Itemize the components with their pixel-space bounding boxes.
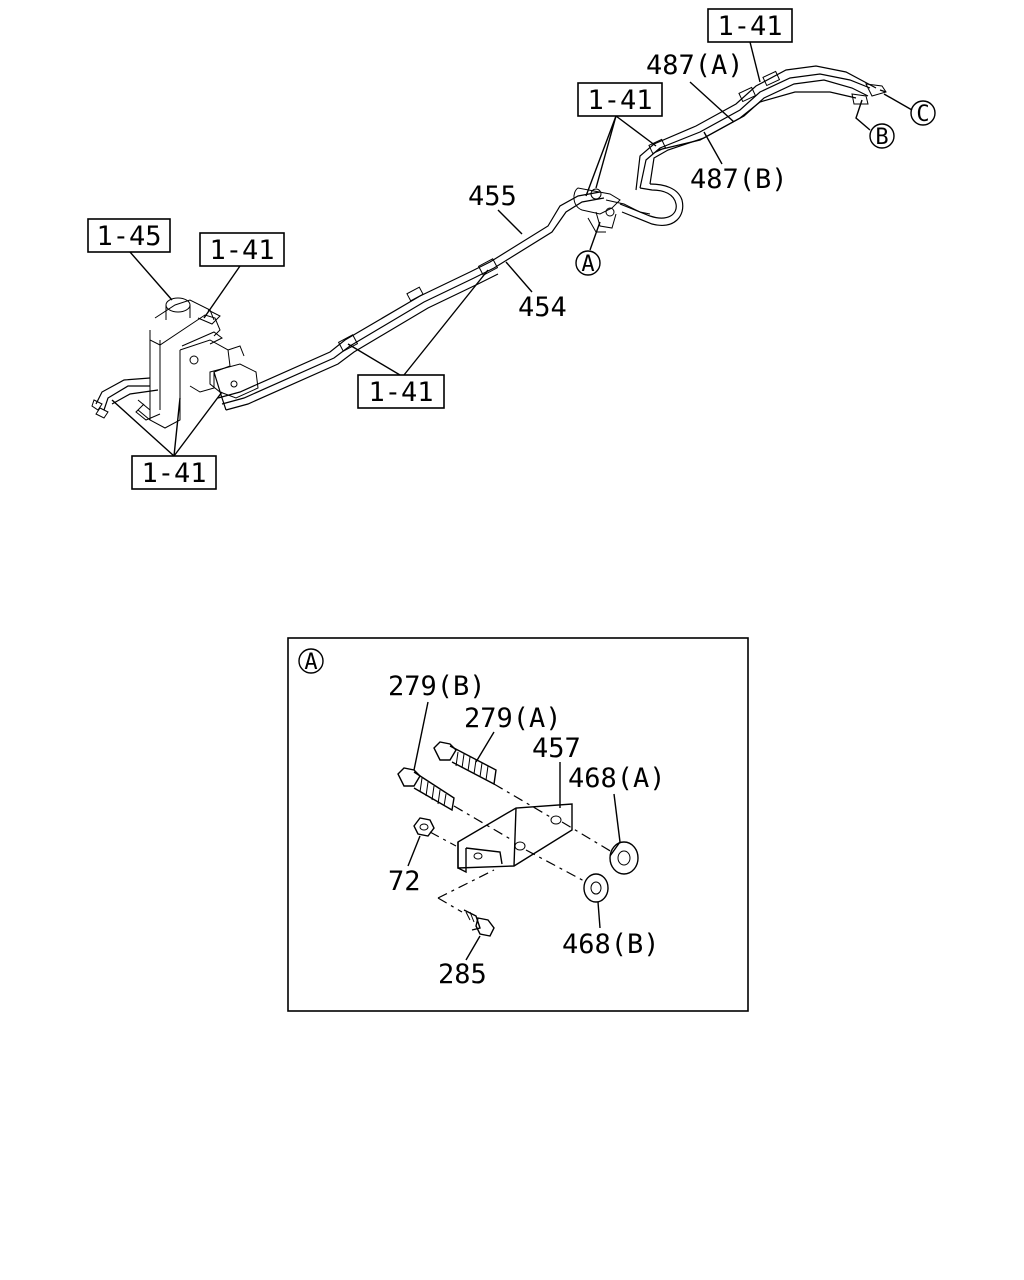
label-279a: 279(A) [464, 703, 562, 763]
label-279b: 279(B) [388, 671, 486, 771]
svg-text:279(A): 279(A) [464, 703, 562, 734]
spacer-468a [609, 841, 639, 875]
label-455: 455 [468, 181, 523, 235]
callout-b-main: B [855, 99, 895, 150]
bolt-285 [463, 909, 495, 937]
brake-pipe-assembly [217, 65, 887, 411]
stud-279a [433, 741, 497, 786]
svg-text:279(B): 279(B) [388, 671, 486, 702]
label-72: 72 [388, 835, 421, 897]
callout-c-main: C [883, 93, 936, 127]
ref-box-1-41-mid: 1-41 [577, 82, 663, 197]
label-487a: 487(A) [646, 50, 744, 123]
svg-text:285: 285 [438, 959, 487, 990]
svg-text:B: B [875, 125, 888, 150]
ref-box-1-41-left-top: 1-41 [199, 232, 285, 319]
svg-text:468(A): 468(A) [568, 763, 666, 794]
svg-text:1-41: 1-41 [587, 85, 652, 116]
svg-text:72: 72 [388, 866, 421, 897]
label-468b: 468(B) [562, 901, 660, 960]
valve-unit [91, 297, 259, 429]
ref-box-1-45: 1-45 [87, 218, 173, 301]
svg-text:C: C [916, 102, 929, 127]
nut-72 [413, 817, 435, 837]
svg-text:487(B): 487(B) [690, 164, 788, 195]
svg-text:A: A [304, 650, 317, 675]
label-468a: 468(A) [568, 763, 666, 843]
callout-a-main: A [575, 221, 601, 277]
svg-text:A: A [581, 252, 594, 277]
svg-text:1-41: 1-41 [717, 11, 782, 42]
spacer-468b [583, 873, 609, 903]
svg-text:468(B): 468(B) [562, 929, 660, 960]
stud-279b [397, 767, 455, 812]
ref-box-1-41-top: 1-41 [707, 8, 793, 83]
label-487b: 487(B) [690, 131, 788, 195]
svg-text:1-41: 1-41 [209, 235, 274, 266]
svg-text:1-45: 1-45 [96, 221, 161, 252]
label-454: 454 [505, 261, 567, 323]
svg-text:1-41: 1-41 [141, 458, 206, 489]
label-285: 285 [438, 935, 487, 990]
svg-text:455: 455 [468, 181, 517, 212]
ref-box-1-41-bottom: 1-41 [111, 391, 223, 490]
label-457: 457 [532, 733, 581, 808]
svg-text:1-41: 1-41 [368, 377, 433, 408]
ref-box-1-41-center: 1-41 [347, 269, 489, 409]
svg-text:454: 454 [518, 292, 567, 323]
svg-text:487(A): 487(A) [646, 50, 744, 81]
detail-a-panel: A [287, 637, 749, 1012]
bracket-457 [457, 803, 573, 874]
svg-text:457: 457 [532, 733, 581, 764]
